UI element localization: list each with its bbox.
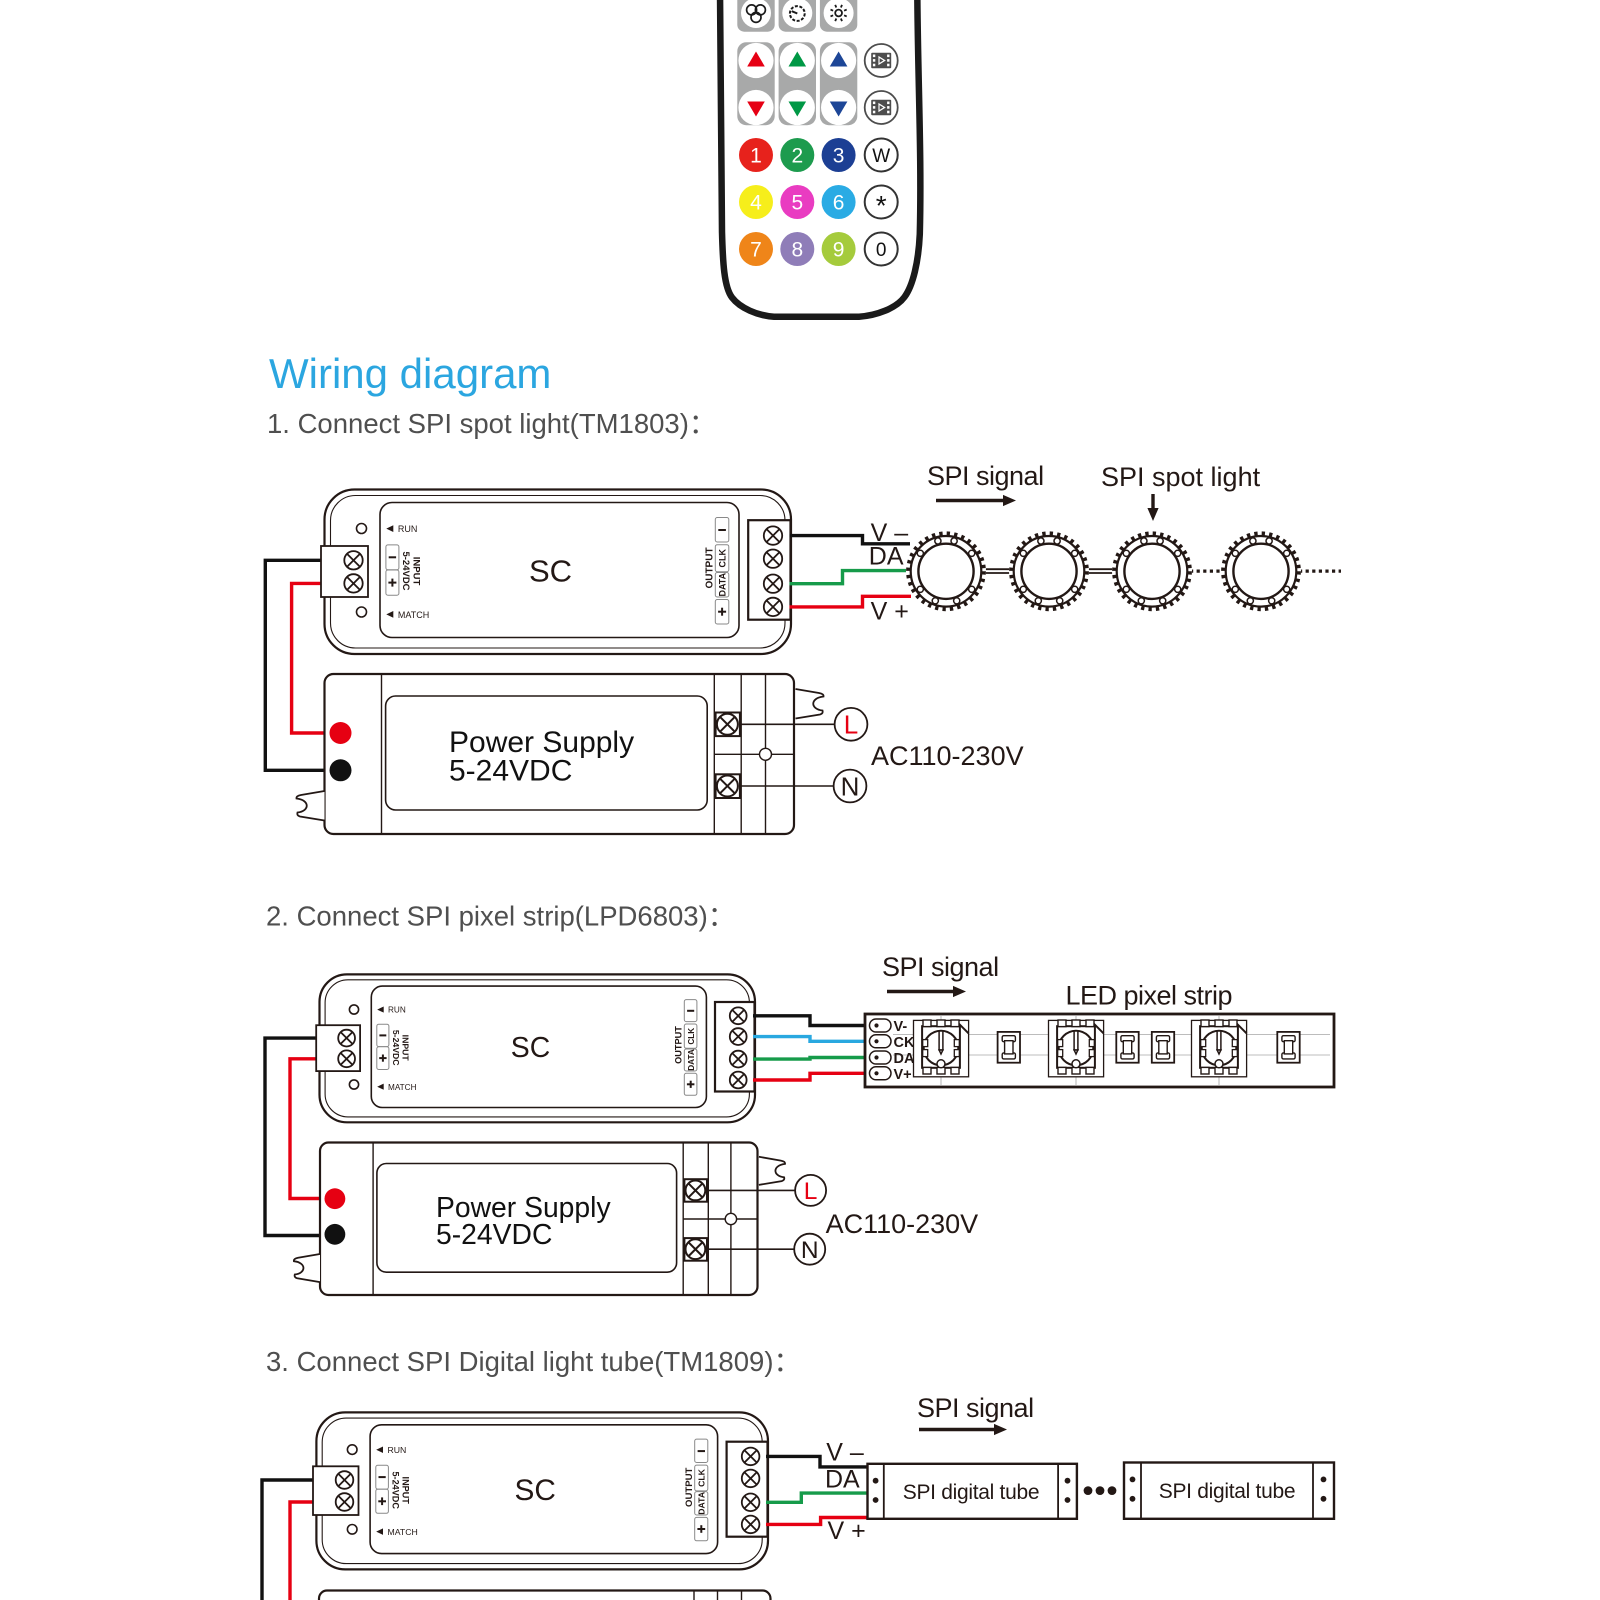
svg-text:CK: CK [894,1035,915,1051]
svg-text:INPUT: INPUT [401,1477,411,1505]
svg-text:N: N [801,1237,819,1264]
svg-text:OUTPUT: OUTPUT [705,547,716,588]
svg-text:SPI digital tube: SPI digital tube [903,1481,1039,1504]
svg-text:SPI signal: SPI signal [882,952,999,982]
svg-text:OUTPUT: OUTPUT [674,1026,684,1064]
svg-text:8: 8 [791,239,803,262]
svg-text:3. Connect SPI Digital light t: 3. Connect SPI Digital light tube(TM1809… [266,1346,801,1377]
svg-text:2. Connect SPI pixel strip(LPD: 2. Connect SPI pixel strip(LPD6803)： [266,901,735,932]
svg-text:DATA: DATA [687,1049,696,1071]
svg-text:6: 6 [833,192,845,215]
svg-text:SPI digital tube: SPI digital tube [1159,1480,1295,1503]
svg-text:DA: DA [825,1465,860,1493]
svg-text:V-: V- [894,1019,908,1035]
svg-text:SPI signal: SPI signal [917,1393,1034,1423]
svg-text:V –: V – [871,519,909,547]
svg-text:4: 4 [750,192,762,215]
svg-text:L: L [804,1178,818,1205]
svg-text:2: 2 [791,145,803,168]
svg-text:N: N [841,771,860,801]
svg-text:*: * [876,190,887,221]
svg-text:DA: DA [894,1051,915,1067]
svg-text:V +: V + [828,1517,866,1545]
svg-text:INPUT: INPUT [411,557,422,586]
svg-text:CLK: CLK [697,1468,707,1487]
svg-text:INPUT: INPUT [401,1035,411,1062]
svg-text:7: 7 [750,239,762,262]
svg-text:RUN: RUN [388,1006,406,1015]
svg-text:CLK: CLK [718,548,728,567]
svg-text:SC: SC [529,554,572,589]
svg-text:AC110-230V: AC110-230V [871,741,1024,771]
svg-text:AC110-230V: AC110-230V [826,1209,979,1239]
svg-text:5-24VDC: 5-24VDC [449,755,572,788]
svg-text:1: 1 [750,145,762,168]
svg-text:DATA: DATA [697,1491,707,1515]
svg-text:V+: V+ [894,1067,912,1083]
svg-text:CLK: CLK [687,1028,696,1045]
svg-text:RUN: RUN [388,1445,407,1455]
svg-text:SC: SC [511,1032,550,1064]
svg-text:DA: DA [869,543,904,571]
svg-text:5-24VDC: 5-24VDC [436,1218,552,1250]
svg-text:RUN: RUN [398,524,418,534]
svg-text:SPI spot light: SPI spot light [1101,462,1261,492]
svg-text:MATCH: MATCH [388,1527,418,1537]
svg-text:V –: V – [826,1438,864,1466]
svg-text:V +: V + [871,598,909,626]
svg-text:1. Connect SPI spot light(TM18: 1. Connect SPI spot light(TM1803)： [267,408,716,439]
svg-text:OUTPUT: OUTPUT [684,1467,695,1507]
svg-text:5-24VDC: 5-24VDC [400,551,411,590]
svg-text:L: L [844,710,858,740]
svg-text:3: 3 [833,145,845,168]
svg-text:0: 0 [876,240,887,261]
svg-text:W: W [872,146,890,167]
svg-text:LED pixel strip: LED pixel strip [1066,981,1233,1011]
svg-text:SPI signal: SPI signal [927,461,1044,491]
svg-text:5: 5 [791,192,803,215]
svg-text:SC: SC [514,1474,555,1507]
svg-text:Power Supply: Power Supply [436,1191,611,1223]
svg-text:Power Supply: Power Supply [449,726,634,759]
svg-text:DATA: DATA [718,572,728,596]
svg-text:MATCH: MATCH [398,610,429,620]
svg-text:Wiring diagram: Wiring diagram [269,350,551,397]
svg-text:MATCH: MATCH [388,1083,417,1092]
svg-text:5-24VDC: 5-24VDC [390,1471,400,1509]
svg-text:9: 9 [833,239,845,262]
svg-text:5-24VDC: 5-24VDC [391,1030,401,1066]
